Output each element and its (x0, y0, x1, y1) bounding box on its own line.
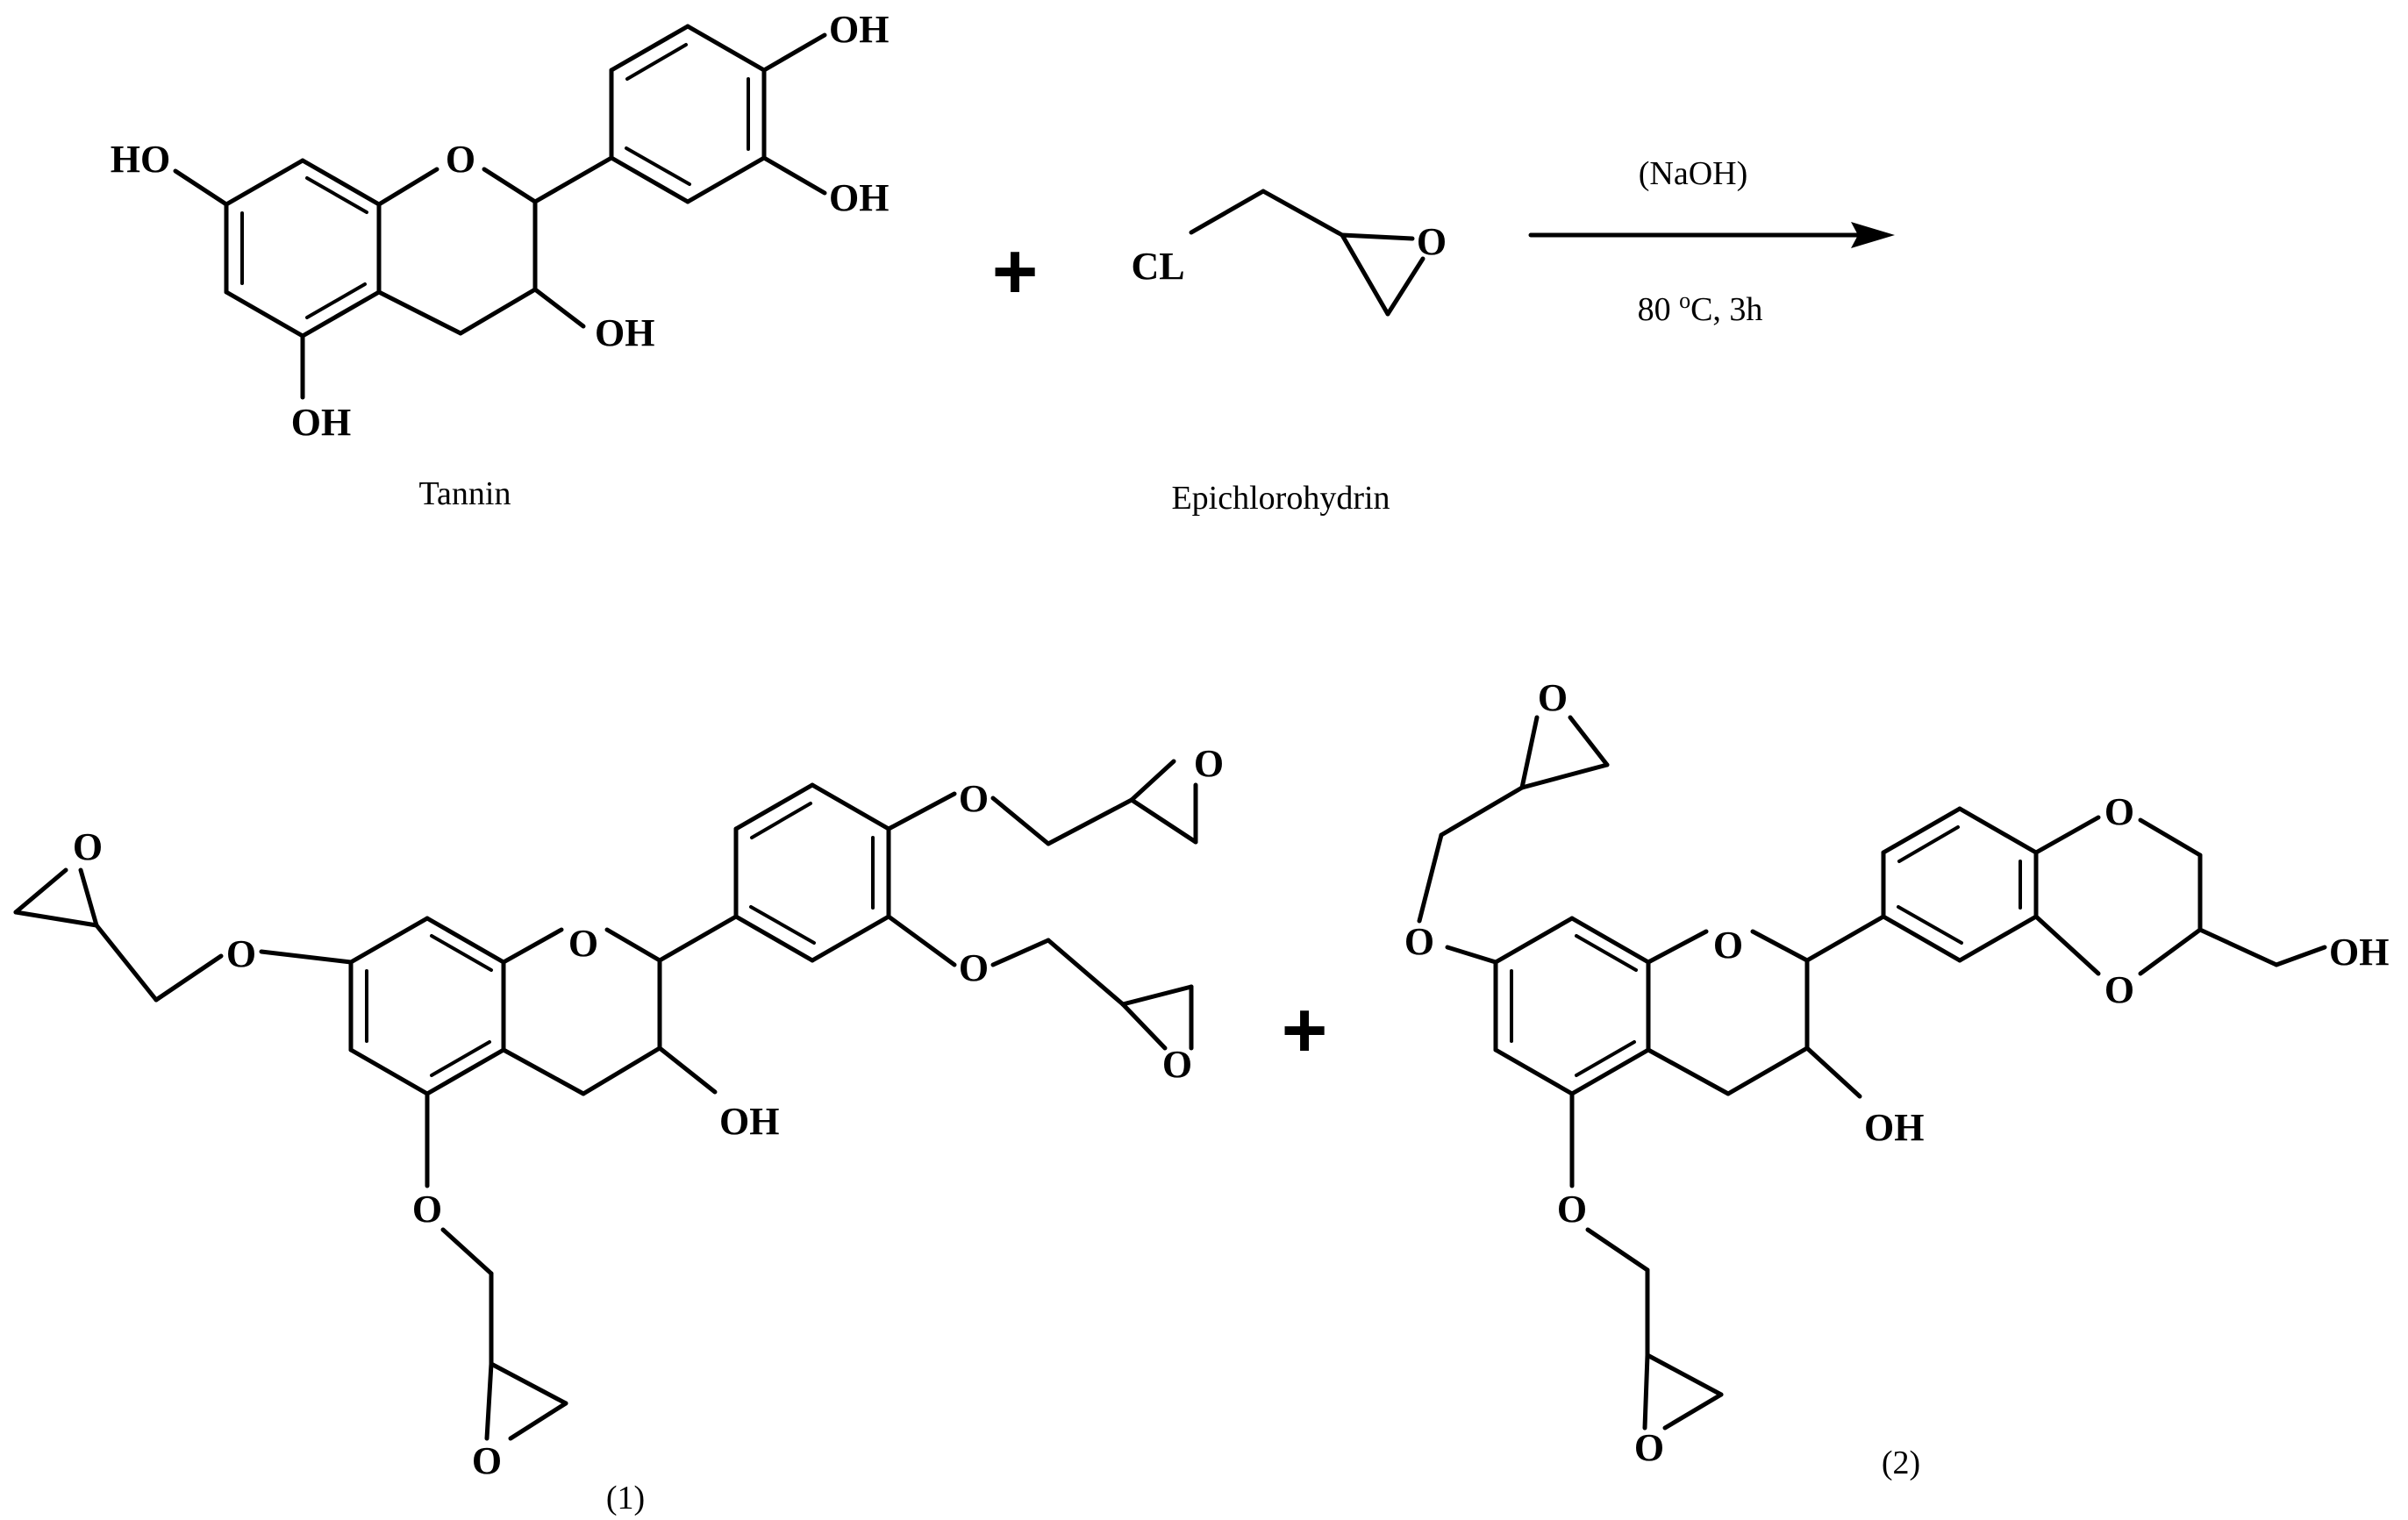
p2-epoxide-bottom-oxygen: O (1634, 1426, 1664, 1469)
product-2-structure: O O O O O OH OH O O (2) (1404, 676, 2390, 1481)
tannin-name: Tannin (419, 475, 511, 512)
tannin-oh-c5: OH (291, 401, 351, 444)
p2-ring-oxygen: O (1713, 924, 1743, 967)
p1-oh-c3: OH (719, 1100, 779, 1143)
epichlorohydrin-name: Epichlorohydrin (1171, 480, 1390, 517)
tannin-oh-c3: OH (595, 311, 654, 354)
p2-epoxide-top-oxygen: O (1538, 676, 1568, 719)
product-2-label: (2) (1882, 1445, 1920, 1481)
catalyst-label: (NaOH) (1639, 155, 1748, 192)
product-1-structure: O O O O O O O OH O O (1) (13, 742, 1224, 1516)
epichlorohydrin-structure: CL O Epichlorohydrin (1131, 189, 1447, 517)
epichlorohydrin-cl: CL (1131, 245, 1184, 288)
tannin-a-ring (224, 158, 382, 339)
epichlorohydrin-epoxide-oxygen: O (1417, 220, 1447, 263)
p2-ether-bottom-oxygen: O (1557, 1188, 1587, 1231)
p2-dioxane-top-oxygen: O (2104, 790, 2134, 833)
p1-ether-top-oxygen: O (959, 777, 989, 820)
p1-ring-oxygen: O (568, 922, 598, 965)
p2-dioxane-bottom-oxygen: O (2104, 968, 2134, 1011)
p1-ether-mid-oxygen: O (959, 946, 989, 989)
product-1-label: (1) (606, 1480, 645, 1516)
p2-ether-left-oxygen: O (1404, 920, 1434, 963)
tannin-c3p-oh-bond (761, 155, 827, 196)
tannin-oh-mid: OH (829, 176, 889, 219)
plus-sign-reactants: + (992, 228, 1039, 316)
p1-epoxide-top-oxygen: O (1194, 742, 1224, 785)
p1-epoxide-mid-oxygen: O (1162, 1043, 1192, 1086)
plus-sign-products: + (1282, 987, 1328, 1074)
tannin-c-ring (376, 167, 538, 336)
p2-oh-end: OH (2329, 931, 2389, 974)
arrowhead-icon (1851, 222, 1895, 248)
reaction-arrow (1528, 222, 1895, 248)
p1-ether-bottom-oxygen: O (412, 1188, 442, 1231)
tannin-b-ring (532, 24, 767, 204)
tannin-ho-left: HO (111, 138, 170, 181)
tannin-oh-top: OH (829, 8, 889, 51)
tannin-c3-oh-bond (532, 287, 586, 329)
p1-epoxide-bottom-oxygen: O (472, 1439, 502, 1482)
conditions-label: 80 oC, 3h (1638, 288, 1763, 328)
p1-epoxide-left-oxygen: O (73, 825, 103, 868)
p1-ether-left-oxygen: O (226, 932, 256, 975)
tannin-c4p-oh-bond (761, 32, 827, 73)
tannin-ring-oxygen: O (446, 138, 475, 181)
tannin-c7-oh-bond (173, 168, 229, 207)
tannin-structure: HO O OH OH OH OH Tannin (111, 8, 890, 512)
p2-oh-c3: OH (1864, 1106, 1924, 1149)
